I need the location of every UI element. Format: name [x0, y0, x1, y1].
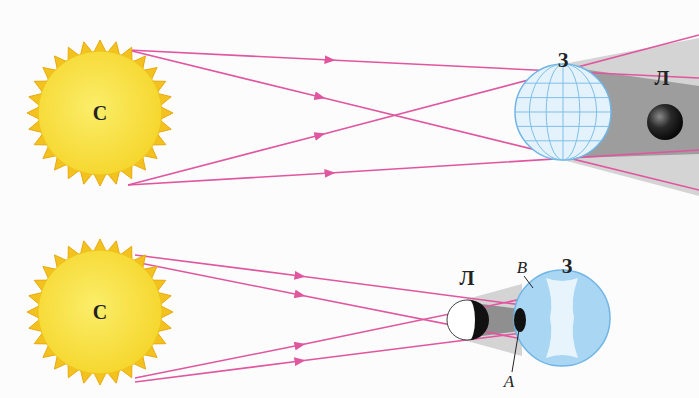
moon-dark-side: [469, 300, 489, 340]
light-rays: [128, 35, 699, 190]
sun-circle: С: [38, 51, 162, 175]
earth-disc: [514, 270, 610, 366]
parallel: [525, 83, 602, 84]
light-ray: [128, 50, 699, 190]
parallel: [525, 140, 602, 141]
moon-circle: Л: [447, 300, 487, 340]
earth-label: З: [562, 255, 573, 278]
sun-rays: [27, 40, 173, 186]
moon-label: Л: [655, 67, 670, 90]
light-ray: [135, 299, 522, 378]
earth-label: З: [558, 49, 569, 72]
sun-label: С: [93, 102, 107, 125]
earth-globe-shape: [514, 270, 610, 366]
parallel: [515, 112, 611, 113]
shadow-spot: [514, 308, 526, 332]
moon-label: Л: [460, 267, 475, 290]
leader-line: [512, 330, 519, 372]
light-ray: [128, 35, 699, 185]
light-ray: [135, 262, 522, 339]
moon-circle-shape: [447, 300, 487, 340]
sun-circle: С: [38, 250, 162, 374]
moon-circle-shape: [647, 104, 683, 140]
lit-area: [546, 278, 578, 358]
light-rays: [135, 255, 522, 382]
sun-disc: [38, 51, 162, 175]
light-ray: [135, 255, 522, 305]
point-label: B: [517, 258, 527, 278]
earth-globe: З: [514, 270, 610, 366]
light-ray: [128, 50, 699, 78]
leader-line: [524, 276, 533, 288]
parallel: [517, 126, 609, 127]
light-ray: [128, 150, 699, 185]
moon-circle: Л: [647, 104, 683, 140]
sun-rays: [27, 239, 173, 385]
parallel: [517, 97, 609, 98]
sun-disc: [38, 250, 162, 374]
light-ray: [135, 333, 522, 382]
earth-globe-shape: [515, 64, 611, 160]
moon-disc: [647, 104, 683, 140]
earth-globe: З: [515, 64, 611, 160]
point-label: A: [504, 372, 514, 392]
earth-disc: [515, 64, 611, 160]
sun-label: С: [93, 301, 107, 324]
